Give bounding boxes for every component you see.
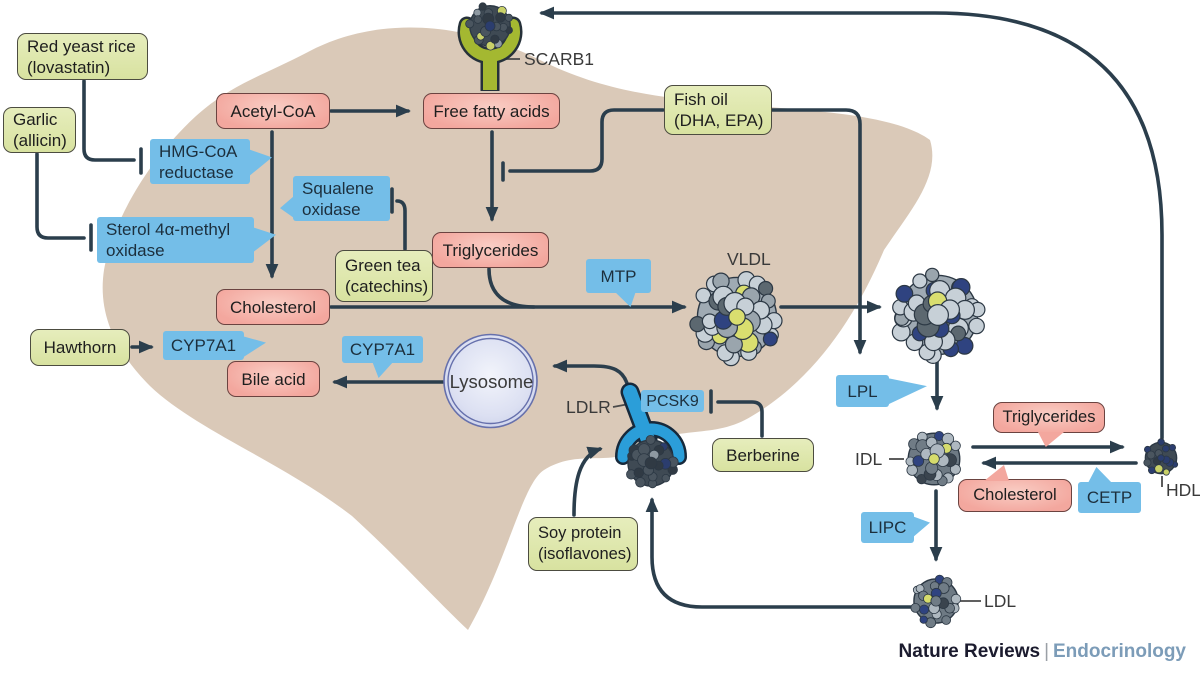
box-text-line: Cholesterol	[973, 486, 1057, 504]
box-text-line: (lovastatin)	[27, 57, 111, 77]
footer-journal: Endocrinology	[1053, 641, 1186, 662]
particle-idl	[905, 430, 961, 487]
arrow-fishoil-to-lpl	[770, 108, 867, 355]
footer-separator: |	[1044, 641, 1049, 662]
lipoprotein-particles	[465, 2, 1179, 629]
arrow-ldl-to-ldlr	[645, 497, 913, 609]
box-sterol-4a-methyl-oxidase: Sterol 4α-methyl oxidase	[97, 217, 276, 263]
label-lysosome: Lysosome	[449, 371, 534, 392]
box-soy-protein: Soy protein (isoflavones)	[528, 517, 638, 571]
box-text-line: Berberine	[726, 445, 800, 465]
box-text-line: Sterol 4α-methyl	[106, 220, 231, 239]
box-text-line: MTP	[600, 266, 637, 286]
box-garlic: Garlic (allicin)	[3, 107, 76, 153]
label-hdl: HDL	[1166, 480, 1200, 500]
box-text-line: Soy protein	[538, 524, 622, 542]
box-acetyl-coa: Acetyl-CoA	[216, 93, 330, 129]
box-text-line: HMG-CoA	[159, 141, 238, 161]
line-fishoil-inhibits-lipogenesis	[508, 108, 665, 173]
particle-vldl-liver	[689, 271, 783, 367]
box-fish-oil: Fish oil (DHA, EPA)	[664, 85, 772, 135]
label-vldl: VLDL	[727, 249, 771, 269]
box-free-fatty-acids: Free fatty acids	[423, 93, 560, 129]
box-text-line: Triglycerides	[1002, 408, 1096, 426]
box-text-line: (DHA, EPA)	[674, 111, 764, 130]
label-ldlr: LDLR	[566, 397, 611, 417]
box-text-line: oxidase	[106, 241, 165, 260]
box-hawthorn: Hawthorn	[30, 329, 130, 366]
box-text-line: LPL	[847, 381, 878, 401]
box-text-line: Squalene	[302, 178, 374, 198]
box-text-line: Bile acid	[241, 369, 306, 389]
box-text-line: CYP7A1	[349, 340, 416, 359]
box-berberine: Berberine	[712, 438, 814, 472]
ldlr-receptor	[615, 382, 687, 465]
particle-ldl-at-ldlr	[626, 434, 679, 489]
label-idl: IDL	[855, 449, 883, 469]
particle-hdl-at-scarb1	[465, 2, 513, 51]
box-text-line: Red yeast rice	[27, 36, 136, 56]
box-cholesterol: Cholesterol	[216, 289, 330, 325]
particle-hdl	[1143, 438, 1179, 476]
box-pcsk9: PCSK9	[641, 390, 704, 412]
arrow-hdl-to-scarb1	[539, 6, 1164, 440]
particle-ldl	[910, 574, 962, 629]
box-text-line: Triglycerides	[442, 240, 539, 260]
box-text-line: Cholesterol	[230, 297, 316, 317]
line-garlic-inhibits-sterol	[35, 152, 86, 240]
label-ldl: LDL	[984, 591, 1017, 611]
box-text-line: LIPC	[868, 518, 907, 537]
label-scarb1: SCARB1	[524, 49, 595, 69]
box-text-line: Free fatty acids	[433, 101, 550, 121]
box-cyp7a1-lysosome: CYP7A1	[342, 336, 423, 378]
box-text-line: (catechins)	[345, 277, 429, 296]
box-text-line: Fish oil	[674, 90, 728, 109]
box-cetp: CETP	[1078, 467, 1141, 513]
box-text-line: Garlic	[13, 110, 58, 129]
lysosome	[443, 333, 538, 429]
box-cholesterol-exchange: Cholesterol	[958, 465, 1072, 512]
box-mtp: MTP	[586, 259, 651, 307]
footer-brand: Nature Reviews	[898, 641, 1041, 662]
box-text-line: oxidase	[302, 199, 361, 219]
box-text-line: (isoflavones)	[538, 545, 632, 563]
arrow-soy-to-ldl	[572, 446, 603, 517]
box-triglycerides: Triglycerides	[432, 232, 549, 268]
box-triglycerides-exchange: Triglycerides	[993, 402, 1105, 447]
box-text-line: Green tea	[345, 256, 421, 275]
box-text-line: Hawthorn	[43, 338, 117, 357]
box-text-line: Acetyl-CoA	[230, 101, 316, 121]
arrow-ldlr-to-lysosome	[552, 359, 630, 389]
line-greentea-inhibits-squalene	[395, 199, 407, 251]
line-redyeastrice-inhibits-hmg	[82, 79, 136, 162]
box-bile-acid: Bile acid	[227, 361, 320, 397]
box-text-line: CYP7A1	[170, 336, 237, 355]
box-text-line: (allicin)	[13, 131, 67, 150]
box-cyp7a1-left: CYP7A1	[163, 331, 266, 360]
journal-footer: Nature Reviews|Endocrinology	[899, 641, 1186, 663]
box-red-yeast-rice: Red yeast rice(lovastatin)	[17, 33, 148, 80]
box-lpl: LPL	[836, 375, 927, 407]
box-text-line: PCSK9	[646, 392, 699, 410]
particle-vldl-blood	[891, 267, 986, 364]
box-green-tea: Green tea (catechins)	[335, 250, 433, 302]
line-berberine-inhibits-pcsk9	[716, 400, 764, 438]
scarb1-receptor	[457, 16, 523, 91]
box-lipc: LIPC	[861, 512, 930, 543]
box-text-line: reductase	[159, 162, 234, 182]
box-text-line: CETP	[1086, 488, 1133, 507]
